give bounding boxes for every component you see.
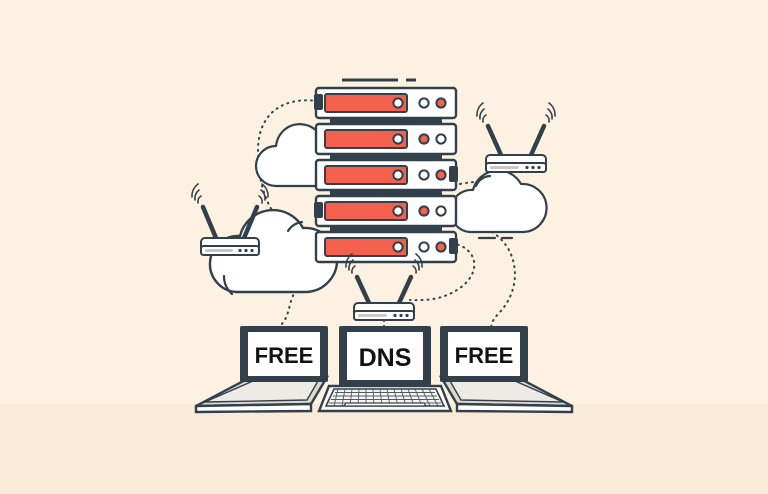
server-unit-1-port bbox=[314, 94, 323, 110]
router-left-antenna-1 bbox=[200, 204, 219, 241]
router-left-signal-icon bbox=[191, 183, 269, 204]
laptop-right-screen bbox=[448, 332, 520, 376]
laptop-left-screen bbox=[248, 332, 320, 376]
laptop-center-spacebar bbox=[342, 402, 428, 407]
server-unit-1[interactable] bbox=[314, 86, 458, 120]
server-unit-4[interactable] bbox=[314, 194, 458, 228]
laptop-left-base-front bbox=[194, 402, 313, 414]
cloud-left-accent-arc bbox=[222, 274, 234, 296]
router-top-right-antenna-1 bbox=[485, 123, 504, 158]
router-center[interactable] bbox=[345, 253, 423, 321]
link-server5-to-router-center bbox=[409, 242, 476, 302]
laptop-right-screen-text: FREE bbox=[455, 343, 514, 368]
router-center-antenna-1 bbox=[354, 274, 372, 306]
laptop-left[interactable]: FREE bbox=[194, 326, 330, 414]
router-left-antenna-2 bbox=[241, 204, 260, 241]
server-rack[interactable] bbox=[314, 78, 458, 264]
laptop-left-screen-text: FREE bbox=[255, 343, 314, 368]
router-top-right[interactable] bbox=[476, 102, 556, 173]
router-center-signal-icon bbox=[345, 253, 423, 274]
laptop-right[interactable]: FREE bbox=[438, 326, 574, 414]
laptop-center[interactable]: DNS bbox=[317, 326, 453, 413]
router-left[interactable] bbox=[191, 183, 269, 256]
laptop-center-screen bbox=[347, 332, 423, 380]
server-unit-5-port bbox=[449, 238, 458, 254]
server-unit-2[interactable] bbox=[314, 122, 458, 156]
server-unit-3-port bbox=[449, 166, 458, 182]
router-center-slot bbox=[358, 314, 387, 317]
server-unit-5[interactable] bbox=[314, 230, 458, 264]
router-top-right-antenna-2 bbox=[528, 123, 547, 158]
ground-plane bbox=[0, 404, 768, 494]
cloud-large-left bbox=[208, 208, 339, 296]
laptop-center-screen-text: DNS bbox=[359, 344, 412, 372]
router-center-antenna-2 bbox=[396, 274, 414, 306]
laptop-center-keyboard[interactable] bbox=[324, 388, 446, 407]
cloud-right-accent-arc bbox=[474, 174, 492, 188]
server-unit-4-port bbox=[314, 202, 323, 218]
router-left-slot bbox=[205, 249, 233, 252]
server-unit-3[interactable] bbox=[314, 158, 458, 192]
laptop-right-base-front bbox=[455, 402, 574, 414]
router-top-right-slot bbox=[490, 166, 519, 169]
cloud-left-accent-arc-2 bbox=[286, 220, 304, 233]
router-top-right-signal-icon bbox=[476, 102, 556, 123]
